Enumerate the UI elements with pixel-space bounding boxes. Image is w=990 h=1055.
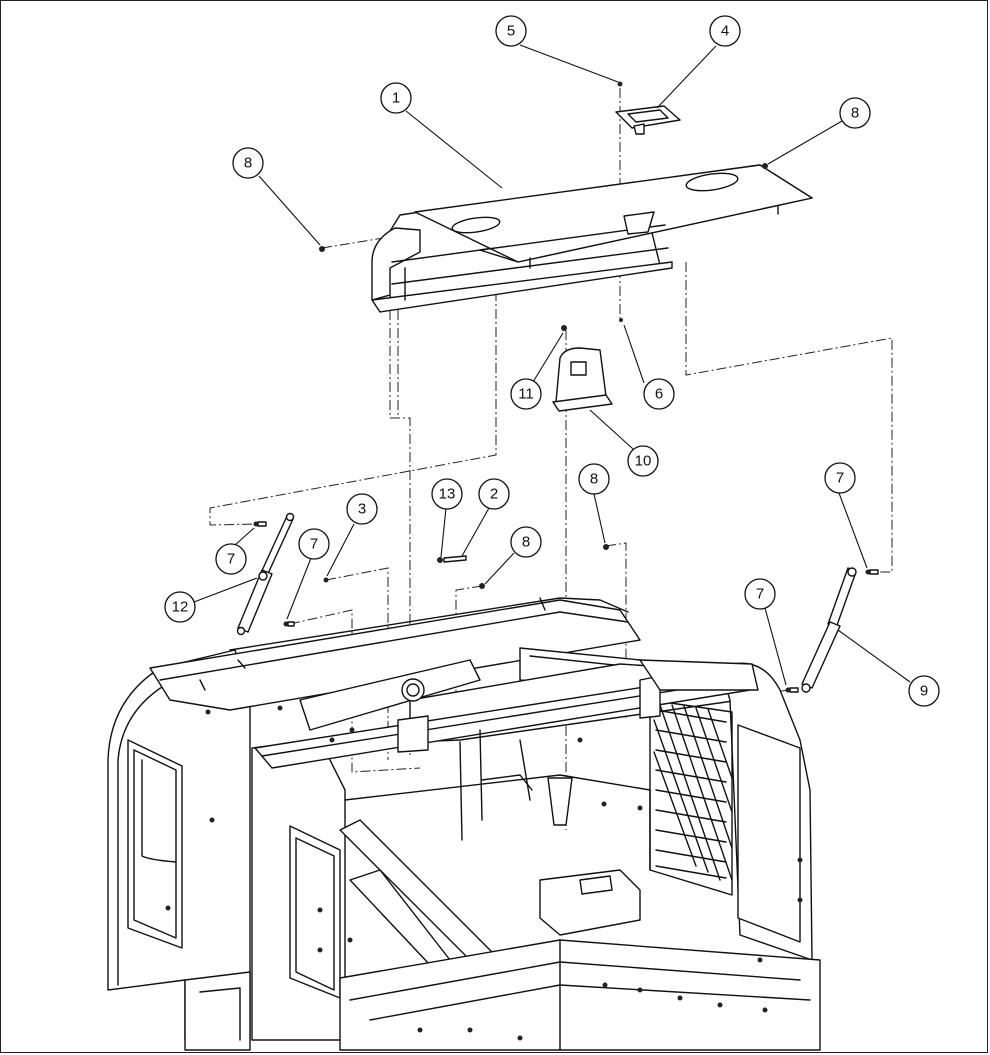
callout-1-label: 1 bbox=[392, 90, 400, 107]
callout-8-middle: 8 bbox=[578, 463, 610, 495]
callout-3: 3 bbox=[346, 493, 378, 525]
callout-9: 9 bbox=[908, 675, 940, 707]
callout-2-label: 2 bbox=[490, 486, 498, 503]
callout-5-label: 5 bbox=[507, 23, 515, 40]
callout-7-right-top: 7 bbox=[824, 462, 856, 494]
callout-7-left: 7 bbox=[215, 543, 247, 575]
callout-4: 4 bbox=[709, 15, 741, 47]
callout-8-top-left: 8 bbox=[232, 147, 264, 179]
part-bracket bbox=[552, 347, 613, 412]
callout-7-right-top-label: 7 bbox=[836, 470, 844, 487]
frame-fasteners bbox=[165, 705, 803, 1041]
callout-4-label: 4 bbox=[721, 23, 729, 40]
callout-8-top-right-label: 8 bbox=[851, 105, 859, 122]
callout-7-right-lower: 7 bbox=[744, 578, 776, 610]
callout-8-top-right: 8 bbox=[839, 97, 871, 129]
callout-10: 10 bbox=[627, 445, 659, 477]
callout-7-left-label: 7 bbox=[227, 551, 235, 568]
callout-10-label: 10 bbox=[635, 453, 652, 470]
callout-8-middle-label: 8 bbox=[590, 471, 598, 488]
part-latch bbox=[615, 105, 681, 135]
part-gas-spring-right bbox=[801, 567, 857, 693]
callout-11: 11 bbox=[510, 378, 542, 410]
callout-8-lower: 8 bbox=[510, 526, 542, 558]
leader-lines bbox=[193, 44, 911, 686]
callout-9-label: 9 bbox=[920, 683, 928, 700]
callout-8-lower-label: 8 bbox=[522, 534, 530, 551]
callout-7-right-lower-label: 7 bbox=[756, 586, 764, 603]
callout-1: 1 bbox=[380, 82, 412, 114]
callout-11-label: 11 bbox=[518, 386, 534, 403]
assembly-lines bbox=[209, 88, 893, 830]
callout-5: 5 bbox=[495, 15, 527, 47]
callout-7-center-left-label: 7 bbox=[310, 536, 318, 553]
callout-6: 6 bbox=[643, 378, 675, 410]
main-frame bbox=[107, 597, 821, 1051]
part-top-cover bbox=[371, 164, 813, 313]
hardware bbox=[253, 81, 879, 693]
callout-6-label: 6 bbox=[655, 386, 663, 403]
callout-13: 13 bbox=[431, 478, 463, 510]
callout-12-label: 12 bbox=[172, 599, 189, 616]
radiator-grille bbox=[649, 699, 733, 896]
callout-3-label: 3 bbox=[358, 501, 366, 518]
part-gas-spring-left bbox=[236, 512, 295, 636]
callout-12: 12 bbox=[164, 591, 196, 623]
callout-7-center-left: 7 bbox=[298, 528, 330, 560]
callout-13-label: 13 bbox=[439, 486, 456, 503]
callout-2: 2 bbox=[478, 478, 510, 510]
callout-8-top-left-label: 8 bbox=[244, 155, 252, 172]
